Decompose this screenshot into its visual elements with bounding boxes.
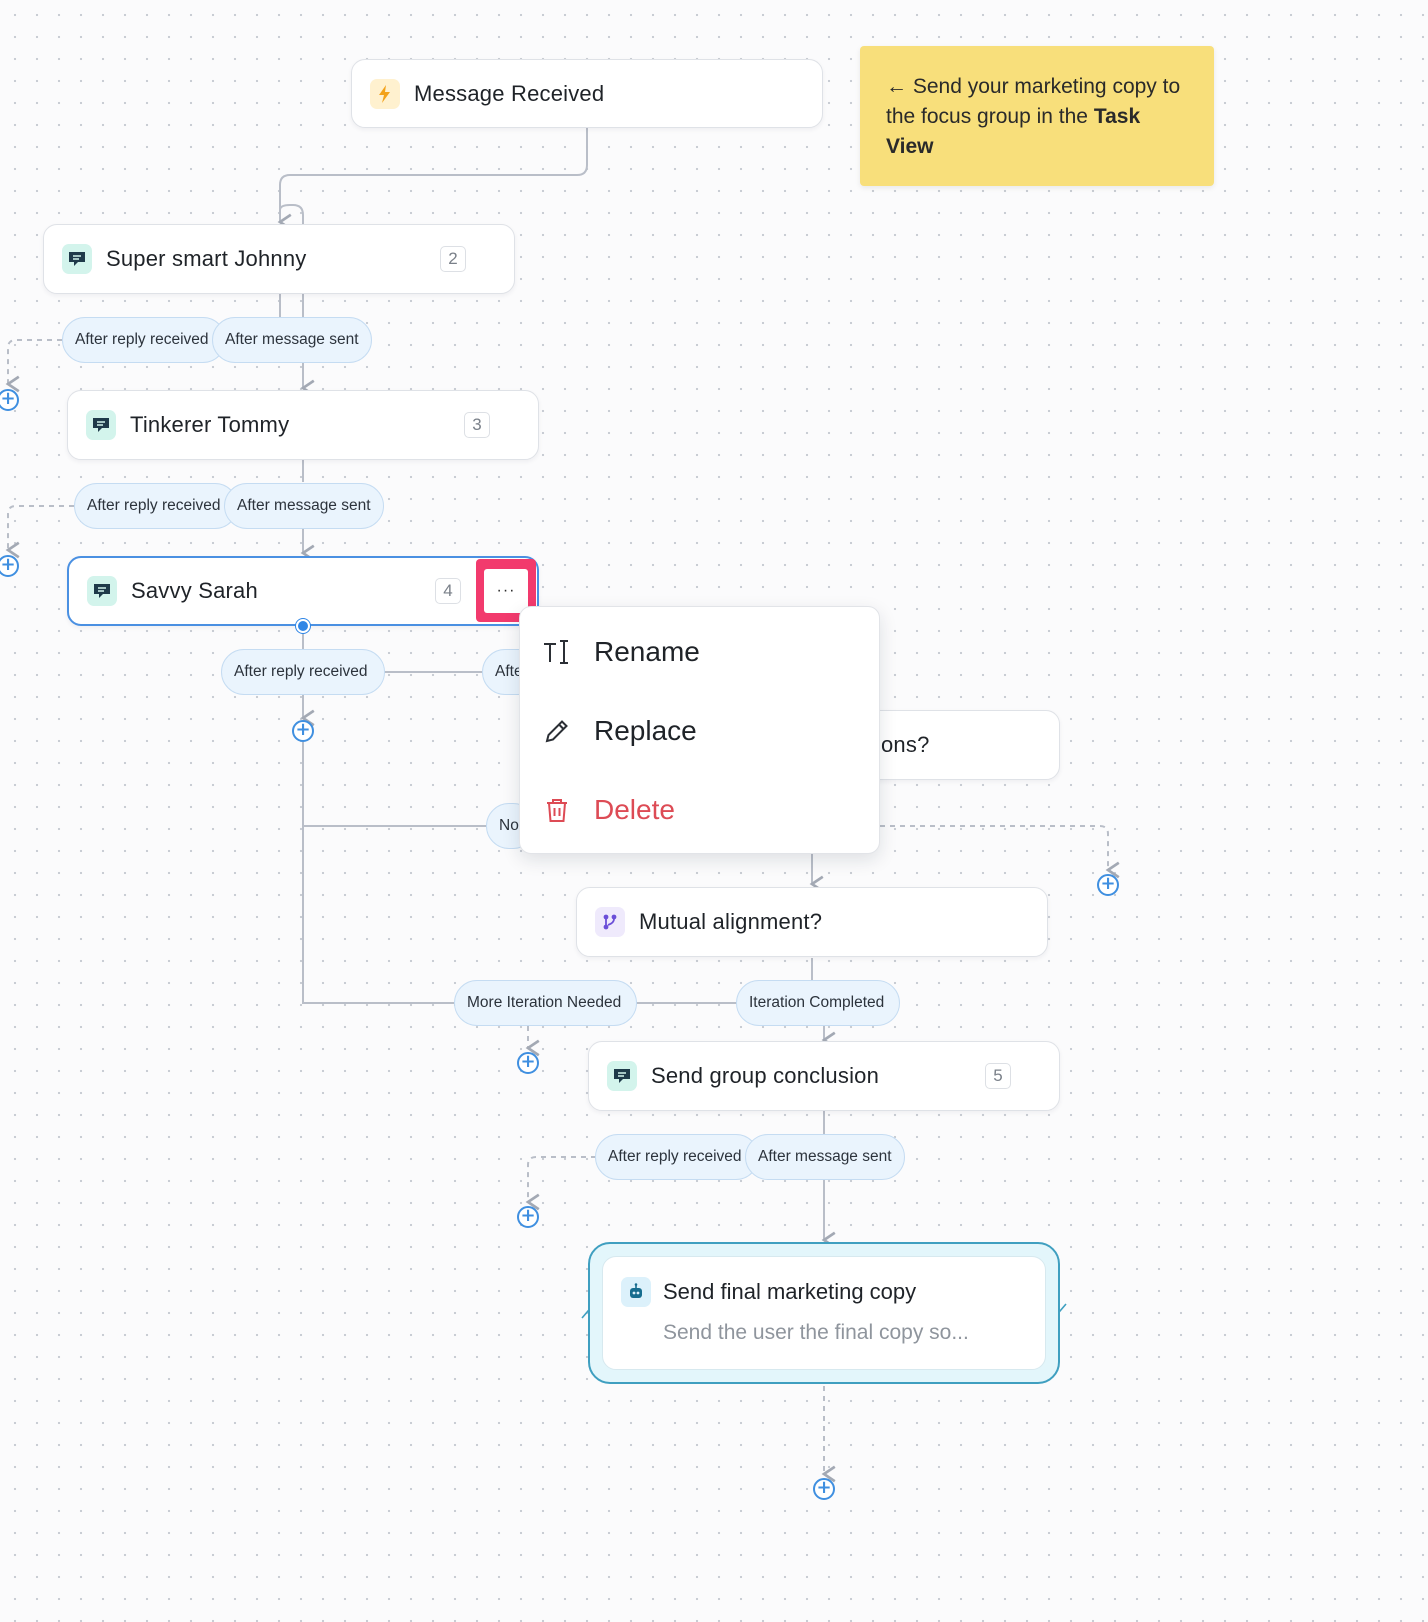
- note-text: Send your marketing copy to the focus gr…: [886, 75, 1181, 128]
- robot-icon: [621, 1277, 651, 1307]
- node-title: Send group conclusion: [651, 1063, 880, 1088]
- add-step-plus-icon[interactable]: +: [517, 1052, 539, 1074]
- sticky-note[interactable]: ← Send your marketing copy to the focus …: [860, 46, 1214, 186]
- pill-after-message-sent[interactable]: After message sent: [212, 317, 372, 363]
- pill-after-message-sent[interactable]: After message sent: [224, 483, 384, 529]
- node-subtitle: Send the user the final copy so...: [663, 1321, 969, 1344]
- menu-item-rename[interactable]: Rename: [520, 617, 879, 687]
- pill-after-reply-received[interactable]: After reply received: [595, 1134, 759, 1180]
- chat-message-icon: [607, 1061, 637, 1091]
- node-send-final-marketing-copy[interactable]: Send final marketing copy Send the user …: [588, 1242, 1060, 1384]
- context-menu: Rename Replace Delete: [519, 606, 880, 854]
- left-arrow-icon: ←: [886, 75, 907, 98]
- node-super-smart-johnny[interactable]: Super smart Johnny 2: [43, 224, 515, 294]
- note-bold-text: Task View: [886, 105, 1141, 158]
- add-step-plus-icon[interactable]: +: [1097, 874, 1119, 896]
- pill-iteration-completed[interactable]: Iteration Completed: [736, 980, 900, 1026]
- add-step-plus-icon[interactable]: +: [292, 720, 314, 742]
- node-title: ons?: [881, 732, 930, 757]
- trash-icon: [542, 795, 572, 825]
- node-title: Send final marketing copy: [663, 1279, 917, 1304]
- node-title: Super smart Johnny: [106, 246, 307, 271]
- lightning-bolt-icon: [370, 78, 400, 109]
- menu-item-replace[interactable]: Replace: [520, 696, 879, 766]
- add-step-plus-icon[interactable]: +: [813, 1478, 835, 1500]
- menu-item-label: Delete: [594, 794, 675, 825]
- menu-item-label: Rename: [594, 636, 700, 667]
- step-number-badge: 3: [464, 412, 490, 438]
- node-send-group-conclusion[interactable]: Send group conclusion 5: [588, 1041, 1060, 1111]
- step-number-badge: 4: [435, 578, 461, 604]
- node-title: Message Received: [414, 80, 605, 106]
- connection-handle[interactable]: [296, 619, 310, 633]
- add-step-plus-icon[interactable]: +: [0, 389, 19, 411]
- branch-icon: [595, 907, 625, 937]
- menu-item-delete[interactable]: Delete: [520, 775, 879, 845]
- node-tinkerer-tommy[interactable]: Tinkerer Tommy 3: [67, 390, 539, 460]
- node-title: Mutual alignment?: [639, 909, 823, 934]
- step-number-badge: 2: [440, 246, 466, 272]
- node-savvy-sarah[interactable]: Savvy Sarah 4: [67, 556, 539, 626]
- step-number-badge: 5: [985, 1063, 1011, 1089]
- node-title: Tinkerer Tommy: [130, 412, 290, 437]
- pill-more-iteration-needed[interactable]: More Iteration Needed: [454, 980, 637, 1026]
- trigger-node-message-received[interactable]: Message Received: [351, 59, 823, 128]
- pill-after-message-sent[interactable]: After message sent: [745, 1134, 905, 1180]
- add-step-plus-icon[interactable]: +: [517, 1206, 539, 1228]
- node-title: Savvy Sarah: [131, 578, 258, 603]
- pill-after-reply-received[interactable]: After reply received: [74, 483, 238, 529]
- more-options-button[interactable]: ···: [484, 568, 528, 613]
- chat-message-icon: [86, 410, 116, 440]
- chat-message-icon: [62, 244, 92, 274]
- menu-item-label: Replace: [594, 715, 697, 746]
- add-step-plus-icon[interactable]: +: [0, 555, 19, 577]
- chat-message-icon: [87, 576, 117, 606]
- pill-after-reply-received[interactable]: After reply received: [221, 649, 385, 695]
- final-node-card: Send final marketing copy Send the user …: [602, 1256, 1046, 1370]
- node-mutual-alignment[interactable]: Mutual alignment?: [576, 887, 1048, 957]
- pencil-icon: [542, 716, 572, 746]
- text-cursor-icon: [542, 637, 572, 667]
- pill-after-reply-received[interactable]: After reply received: [62, 317, 226, 363]
